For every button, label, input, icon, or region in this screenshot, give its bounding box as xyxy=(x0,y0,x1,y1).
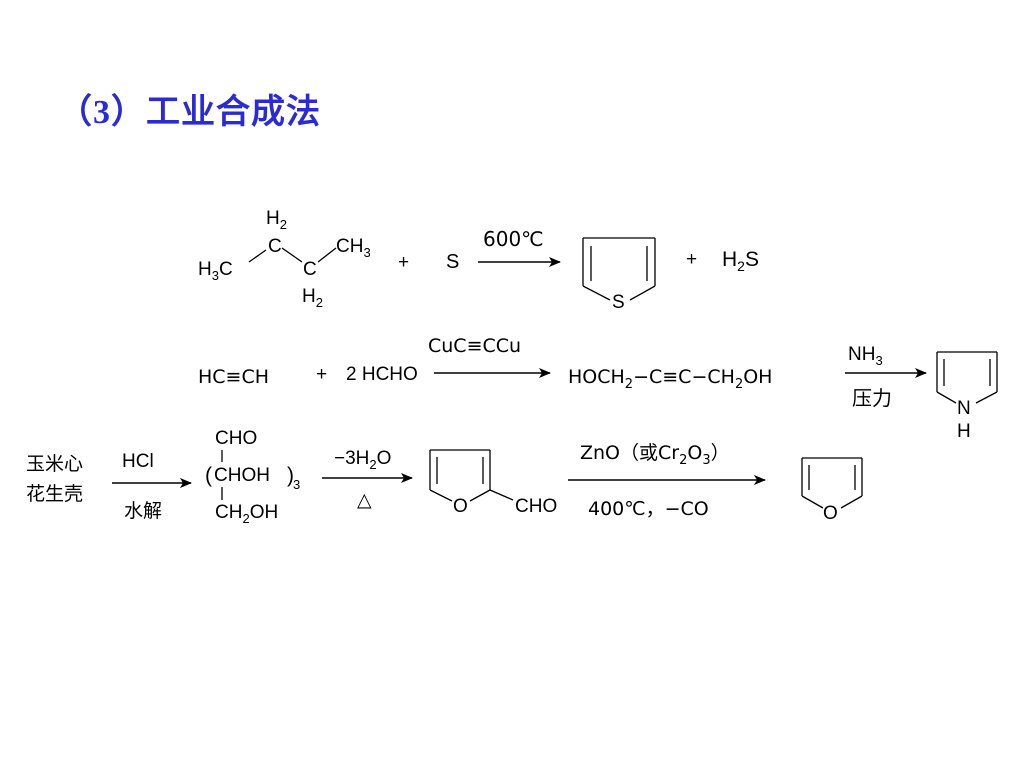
decarbonylation-condition: 400℃，−CO xyxy=(588,498,709,520)
svg-text:H2: H2 xyxy=(302,286,323,310)
sulfur-reagent: S xyxy=(446,251,459,273)
butane-h2-top: H xyxy=(266,208,280,229)
bond xyxy=(317,247,337,263)
heat-symbol: △ xyxy=(357,489,372,511)
furfural-structure: O CHO xyxy=(429,449,557,517)
hydroxymethyl-group: CH2OH xyxy=(215,502,278,526)
chohoh-unit: CHOH xyxy=(214,465,270,486)
catalyst-copper-acetylide: CuC≡CCu xyxy=(428,335,521,357)
pyrrole-ring: N H xyxy=(936,351,998,442)
ammonia-condition: NH3 xyxy=(848,344,883,368)
butane-structure: H2 C C H2 H3C CH3 xyxy=(198,208,371,310)
catalyst-zno: ZnO（或Cr2O3） xyxy=(580,442,730,468)
aldehyde-group: CHO xyxy=(215,428,257,449)
bond xyxy=(281,247,303,263)
butynediol: HOCH2−C≡C−CH2OH xyxy=(568,366,772,392)
dehydration-condition: −3H2O xyxy=(334,448,391,472)
hydrolysis-label: 水解 xyxy=(124,500,162,522)
svg-text:H3C: H3C xyxy=(198,259,233,283)
reaction-condition-temperature: 600℃ xyxy=(483,227,544,251)
plus-sign: + xyxy=(686,249,697,270)
svg-text:CH3: CH3 xyxy=(336,236,371,260)
ring-atom-oxygen: O xyxy=(823,503,838,524)
furan-ring: O xyxy=(801,457,863,524)
bond xyxy=(248,249,267,263)
right-paren: ) xyxy=(287,464,294,487)
ring-atom-oxygen: O xyxy=(453,496,468,517)
left-paren: ( xyxy=(205,464,212,487)
pressure-condition: 压力 xyxy=(852,387,892,410)
acid-hcl: HCl xyxy=(122,451,154,472)
source-peanut-shell: 花生壳 xyxy=(26,483,83,505)
repeat-count: 3 xyxy=(293,477,300,492)
thiophene-ring: S xyxy=(582,237,656,313)
ring-atom-sulfur: S xyxy=(612,292,625,313)
hydrogen-sulfide: H2S xyxy=(722,248,759,274)
plus-sign: + xyxy=(398,252,409,273)
formaldehyde: 2 HCHO xyxy=(346,364,418,385)
plus-sign: + xyxy=(316,364,327,385)
ring-atom-nitrogen: N xyxy=(957,398,971,419)
furfural-aldehyde: CHO xyxy=(515,496,557,517)
butane-c-upper: C xyxy=(268,236,282,257)
butane-ch3: CH xyxy=(336,236,363,257)
reaction-1: H2 C C H2 H3C CH3 + S 600℃ S + H2S xyxy=(198,208,759,313)
acetylene: HC≡CH xyxy=(198,366,269,388)
slide-title: （3）工业合成法 xyxy=(58,94,321,131)
butane-c-lower: C xyxy=(303,259,317,280)
butane-h3c: H xyxy=(198,259,212,280)
source-corncob: 玉米心 xyxy=(26,453,83,475)
butane-h2-bottom: H xyxy=(302,286,316,307)
reaction-3: 玉米心 花生壳 HCl 水解 CHO ( CHOH ) 3 CH2OH −3H2… xyxy=(26,428,863,526)
reaction-2: HC≡CH + 2 HCHO CuC≡CCu HOCH2−C≡C−CH2OH N… xyxy=(198,335,998,442)
svg-text:H2: H2 xyxy=(266,208,287,232)
pentose-structure: CHO ( CHOH ) 3 CH2OH xyxy=(205,428,300,526)
ring-atom-hydrogen: H xyxy=(957,421,971,442)
